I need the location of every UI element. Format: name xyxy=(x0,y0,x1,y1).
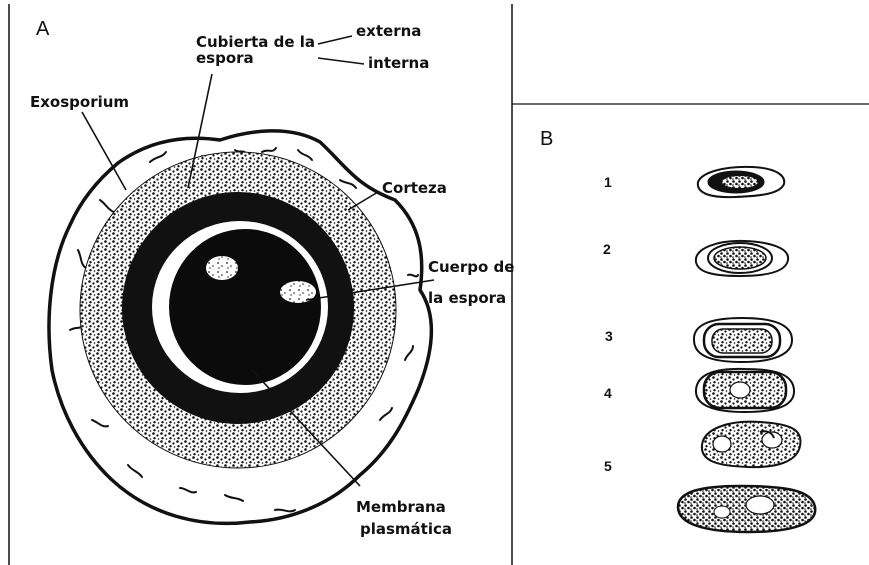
label-cubierta-line2: espora xyxy=(196,50,254,67)
label-exosporium: Exosporium xyxy=(30,94,129,111)
label-corteza: Corteza xyxy=(382,180,447,197)
spore-cross-section xyxy=(49,131,431,524)
sporulation-stages xyxy=(678,167,815,532)
stage-number-5: 5 xyxy=(604,458,612,474)
stage-number-4: 4 xyxy=(604,385,612,401)
label-membrana-line2: plasmática xyxy=(360,521,452,538)
spore-core xyxy=(169,229,321,385)
panel-b-letter: B xyxy=(540,128,553,151)
label-membrana-line1: Membrana xyxy=(356,499,446,516)
label-interna: interna xyxy=(368,55,429,72)
label-cuerpo-line1: Cuerpo de xyxy=(428,259,514,276)
stage-number-1: 1 xyxy=(604,174,612,190)
leader-externa xyxy=(318,36,352,44)
stage-number-2: 2 xyxy=(603,241,611,257)
label-cuerpo-line2: la espora xyxy=(428,290,506,307)
panel-a-letter: A xyxy=(36,18,49,41)
leader-interna xyxy=(318,58,364,64)
stage-number-3: 3 xyxy=(605,328,613,344)
stage-4-cell xyxy=(696,369,794,412)
label-externa: externa xyxy=(356,23,421,40)
core-inclusion-1 xyxy=(206,256,238,280)
mature-cell xyxy=(678,486,815,532)
stage-3-cell xyxy=(694,318,792,362)
stage-1-cell xyxy=(698,167,784,197)
stage-2-cell xyxy=(696,241,788,276)
stage-5-cell xyxy=(702,422,801,467)
